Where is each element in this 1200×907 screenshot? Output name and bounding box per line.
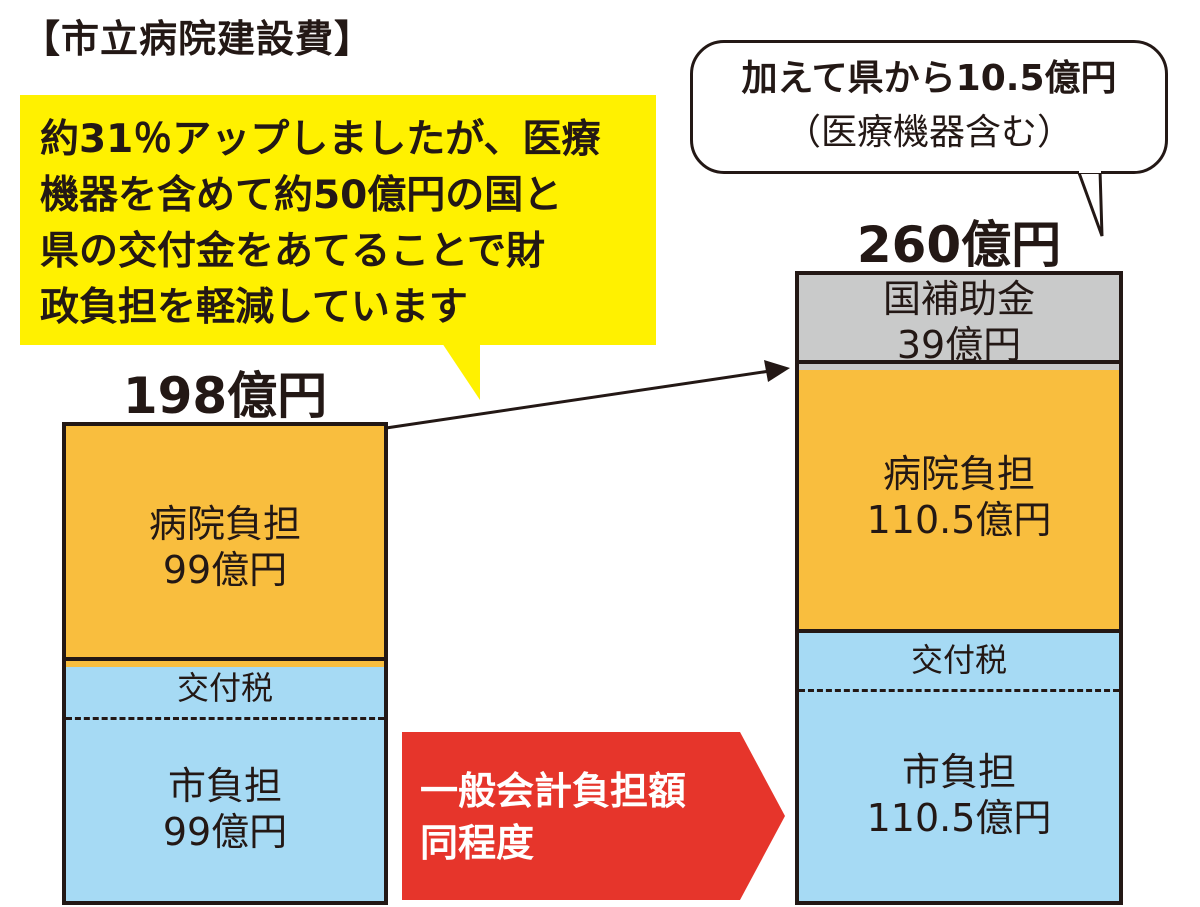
dashed-divider <box>66 717 384 721</box>
growth-arrow-head <box>764 360 790 382</box>
note-line: 政負担を軽減しています <box>40 285 468 330</box>
comparison-arrow <box>402 732 785 900</box>
note-line: 県の交付金をあてることで財 <box>40 229 546 274</box>
page-title: 【市立病院建設費】 <box>22 17 374 61</box>
note-pointer <box>440 340 480 400</box>
segment-value-label: 99億円 <box>162 810 288 855</box>
segment-divider <box>799 359 1119 364</box>
segment-value-label: 110.5億円 <box>866 497 1052 542</box>
bar-total-label: 260億円 <box>856 215 1062 274</box>
bubble-tail-cover <box>1079 168 1101 173</box>
segment-divider <box>66 657 384 662</box>
segment-divider <box>799 629 1119 634</box>
note-line: 機器を含めて約50億円の国と <box>40 173 563 218</box>
growth-arrow-line <box>385 369 771 430</box>
note-box <box>20 95 656 345</box>
segment-value-label: 99億円 <box>162 547 288 592</box>
segment-value-label: 110.5億円 <box>866 796 1052 841</box>
bubble-text: 加えて県から10.5億円 （医療機器含む） <box>690 52 1168 160</box>
dashed-divider <box>799 689 1119 693</box>
segment-label: 市負担 <box>901 750 1016 795</box>
note-text: 約31％アップしましたが、医療 機器を含めて約50億円の国と 県の交付金をあてる… <box>40 112 650 336</box>
comparison-line: 一般会計負担額 <box>420 769 687 813</box>
segment-sublabel: 交付税 <box>910 641 1007 680</box>
segment-label: 市負担 <box>167 764 282 809</box>
segment-label: 病院負担 <box>148 501 301 546</box>
segment-label: 病院負担 <box>882 451 1035 496</box>
speech-bubble <box>690 40 1168 174</box>
bubble-line: 加えて県から10.5億円 <box>741 58 1117 99</box>
bubble-line: （医療機器含む） <box>784 112 1073 153</box>
note-line: 約31％アップしましたが、医療 <box>40 117 601 162</box>
segment-label: 国補助金 <box>882 277 1035 322</box>
segment-sublabel: 交付税 <box>176 669 273 708</box>
bar-total-label: 198億円 <box>122 366 328 425</box>
comparison-text: 一般会計負担額 同程度 <box>420 765 686 869</box>
comparison-line: 同程度 <box>420 821 535 865</box>
